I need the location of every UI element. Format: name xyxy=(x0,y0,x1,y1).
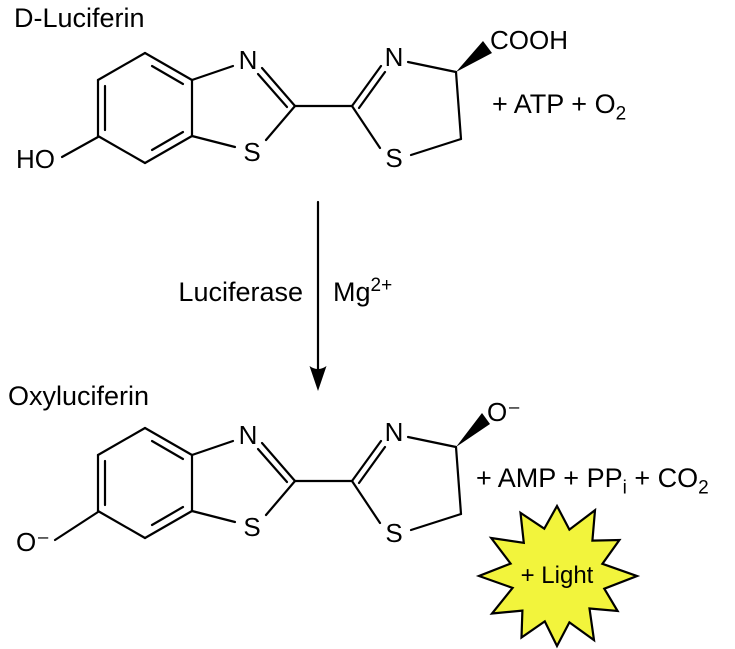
phenolate-bond xyxy=(53,510,100,542)
enzyme-label: Luciferase xyxy=(178,277,303,307)
benzene-ring xyxy=(96,426,194,540)
cooh-label: COOH xyxy=(490,25,568,55)
atom-label-n-thiazoline: N xyxy=(385,417,404,447)
top-molecule-title: D-Luciferin xyxy=(14,3,145,33)
benzene-ring xyxy=(96,51,194,165)
light-label: + Light xyxy=(520,562,594,589)
products-text-2: + CO xyxy=(626,463,699,493)
reaction-arrow xyxy=(309,200,327,391)
d-luciferin-structure: HO N S N S COOH xyxy=(16,25,568,174)
thiazoline-ring xyxy=(350,60,463,157)
oxyluciferin-structure: O⁻ N S N S O⁻ xyxy=(16,397,521,557)
arrowhead xyxy=(309,366,327,391)
atom-label-s-thiazoline: S xyxy=(385,143,402,173)
atom-label-n-benzothiazole: N xyxy=(239,420,258,450)
products-sub-1: i xyxy=(622,477,627,499)
bottom-molecule-title: Oxyluciferin xyxy=(8,381,150,411)
top-reagents: + ATP + O2 xyxy=(492,89,627,125)
wedge-bond-cooh xyxy=(456,41,492,72)
thiazole-ring xyxy=(190,439,297,524)
thiazoline-ring xyxy=(350,435,463,532)
cofactor-label: Mg2+ xyxy=(333,275,393,308)
products-text-1: + AMP + PP xyxy=(476,463,623,493)
light-starburst xyxy=(475,503,641,649)
products-sub-2: 2 xyxy=(698,477,709,499)
cofactor-text: Mg xyxy=(333,277,371,307)
atom-label-o-late: O⁻ xyxy=(487,397,521,427)
cofactor-sup: 2+ xyxy=(370,275,393,296)
reagents-sub: 2 xyxy=(615,103,627,125)
atom-label-o-phenolate: O⁻ xyxy=(16,527,50,557)
products-label: + AMP + PPi + CO2 xyxy=(476,463,709,499)
hydroxyl-bond xyxy=(60,135,100,159)
atom-label-ho: HO xyxy=(16,144,55,174)
atom-label-n-thiazoline: N xyxy=(385,42,404,72)
atom-label-s-thiazoline: S xyxy=(385,518,402,548)
reagents-text: + ATP + O xyxy=(492,89,616,119)
atom-label-s-benzothiazole: S xyxy=(243,512,260,542)
thiazole-ring xyxy=(190,64,297,149)
atom-label-s-benzothiazole: S xyxy=(243,137,260,167)
wedge-bond-olate xyxy=(456,413,490,447)
atom-label-n-benzothiazole: N xyxy=(239,45,258,75)
